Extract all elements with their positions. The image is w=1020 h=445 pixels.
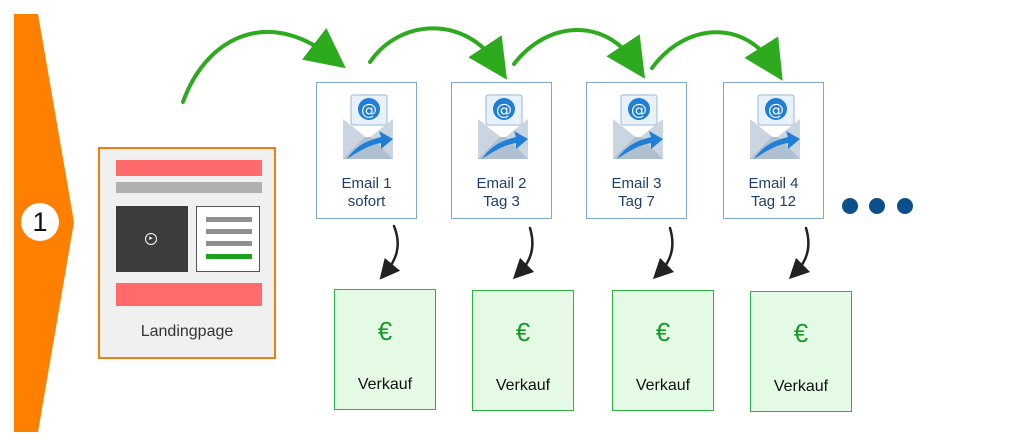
- email-label: Email 4 Tag 12: [748, 175, 799, 210]
- ellipsis-icon: [842, 0, 922, 240]
- euro-icon: €: [793, 318, 809, 348]
- play-icon: ▸: [145, 233, 157, 245]
- email-envelope-icon: @: [343, 94, 393, 159]
- ellipsis-dot: [842, 198, 858, 214]
- landingpage-label: Landingpage: [140, 323, 234, 340]
- green-curved-arrow: [368, 26, 508, 80]
- down-arrow: [652, 226, 675, 280]
- email-envelope-icon: @: [613, 94, 663, 159]
- nav-bar: [116, 182, 262, 193]
- email-label: Email 2 Tag 3: [476, 175, 527, 210]
- svg-text:@: @: [361, 100, 377, 119]
- down-arrow: [512, 226, 535, 280]
- down-arrow: [788, 226, 811, 280]
- email-label: Email 3 Tag 7: [611, 175, 662, 210]
- ellipsis-dot: [869, 198, 885, 214]
- ellipsis-dot: [897, 198, 913, 214]
- email-envelope-icon: @: [478, 94, 528, 159]
- sale-card-2: € Verkauf: [472, 290, 574, 411]
- sale-label: Verkauf: [635, 377, 691, 394]
- euro-icon: €: [515, 317, 531, 347]
- form-block: [196, 206, 260, 272]
- landingpage-card: ▸ Landingpage: [98, 147, 276, 359]
- sale-card-4: € Verkauf: [750, 291, 852, 412]
- svg-text:@: @: [631, 100, 647, 119]
- green-curved-arrow: [181, 27, 346, 104]
- sale-label: Verkauf: [773, 378, 829, 395]
- green-curved-arrow: [650, 30, 783, 81]
- sale-label: Verkauf: [357, 376, 413, 393]
- email-card-2: @ Email 2 Tag 3: [451, 82, 552, 219]
- down-arrow: [379, 224, 401, 280]
- video-thumbnail: ▸: [116, 206, 188, 272]
- step-number-badge: 1: [21, 203, 59, 241]
- svg-text:@: @: [496, 100, 512, 119]
- sale-card-3: € Verkauf: [612, 290, 714, 411]
- euro-icon: €: [655, 317, 671, 347]
- sale-label: Verkauf: [495, 377, 551, 394]
- email-card-1: @ Email 1 sofort: [316, 82, 417, 219]
- sale-card-1: € Verkauf: [334, 289, 436, 410]
- cta-bar: [116, 283, 262, 306]
- euro-icon: €: [377, 316, 393, 346]
- email-card-3: @ Email 3 Tag 7: [586, 82, 687, 219]
- email-label: Email 1 sofort: [341, 175, 392, 210]
- email-card-4: @ Email 4 Tag 12: [723, 82, 824, 219]
- header-bar: [116, 160, 262, 176]
- email-envelope-icon: @: [750, 94, 800, 159]
- green-curved-arrow: [512, 28, 646, 79]
- svg-text:@: @: [768, 100, 784, 119]
